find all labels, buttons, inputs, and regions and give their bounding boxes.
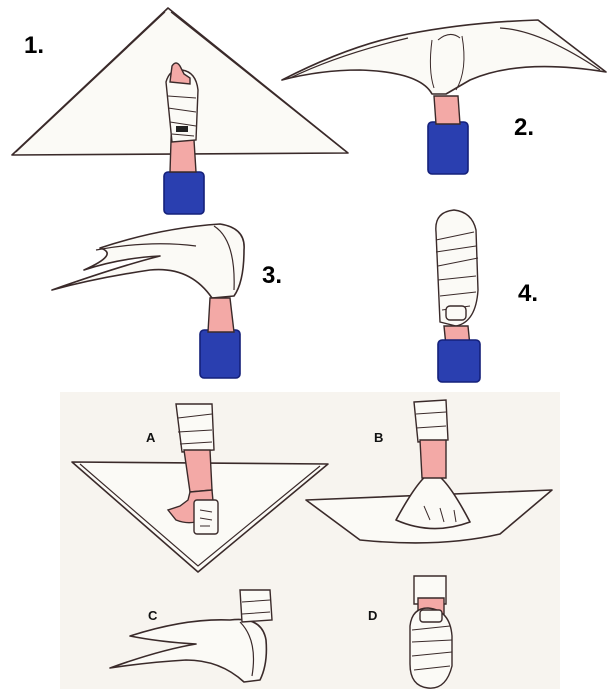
sleeve xyxy=(428,122,468,174)
bandage-knot xyxy=(176,126,188,132)
step-a-illustration xyxy=(72,404,328,572)
gauze-pad xyxy=(194,500,218,534)
step-3-label: 3. xyxy=(262,262,282,290)
triangle-bandage xyxy=(110,619,266,682)
step-c-label: C xyxy=(148,608,157,623)
forearm xyxy=(434,96,460,124)
step-4-label: 4. xyxy=(518,280,538,308)
step-1-illustration xyxy=(12,8,348,214)
sleeve xyxy=(438,340,480,382)
step-c-illustration xyxy=(110,590,272,682)
forearm xyxy=(420,440,446,478)
step-d-label: D xyxy=(368,608,377,623)
step-b-label: B xyxy=(374,430,383,445)
sleeve-wrap xyxy=(240,590,272,622)
step-1-label: 1. xyxy=(24,32,44,60)
sleeve-wrap xyxy=(414,400,448,442)
triangle-bandage xyxy=(282,20,606,94)
step-3-illustration xyxy=(52,224,244,378)
step-2-label: 2. xyxy=(514,114,534,142)
sleeve xyxy=(164,172,204,214)
step-4-illustration xyxy=(436,210,480,382)
bandage-knot xyxy=(446,306,466,320)
step-a-label: A xyxy=(146,430,155,445)
sleeve xyxy=(200,330,240,378)
bandage-knot xyxy=(420,610,442,622)
step-d-illustration xyxy=(410,576,452,688)
triangle-bandage xyxy=(52,224,244,298)
sleeve-wrap xyxy=(176,404,214,452)
forearm xyxy=(208,298,234,332)
step-b-illustration xyxy=(306,400,552,543)
